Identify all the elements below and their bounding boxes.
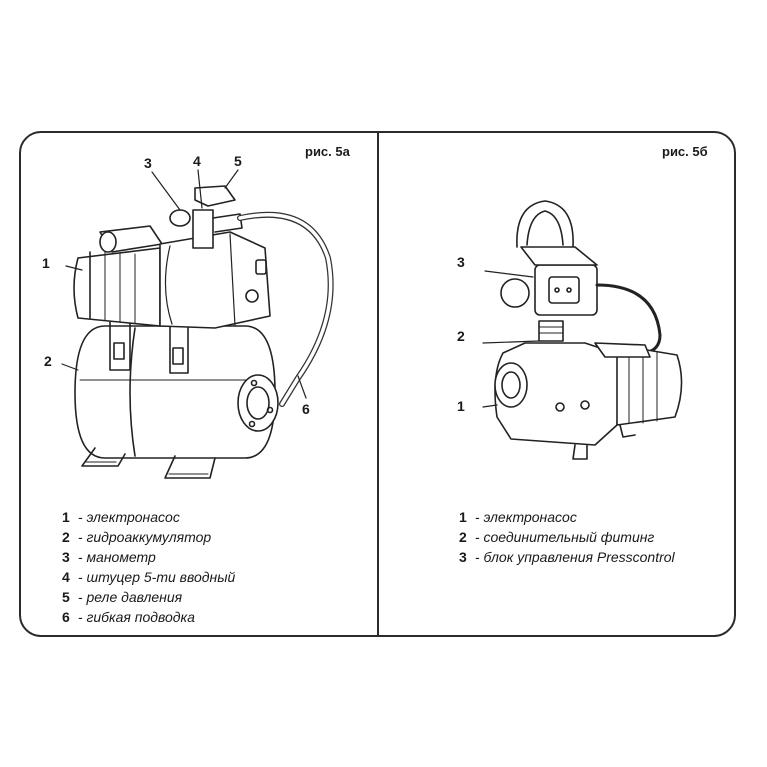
callout-b-2: 2 [457,328,465,344]
callout-b-1: 1 [457,398,465,414]
pump-station-illustration: 1 2 3 4 5 6 [42,153,334,479]
legend-item: 6 - гибкая подводка [62,609,195,625]
legend-item: 4 - штуцер 5-ти вводный [62,569,236,585]
callout-a-6: 6 [302,401,310,417]
panel-b-legend: 1 - электронасос 2 - соединительный фити… [459,507,675,567]
callout-a-2: 2 [44,353,52,369]
callout-a-3: 3 [144,155,152,171]
callout-a-1: 1 [42,255,50,271]
panel-a-legend: 1 - электронасос 2 - гидроаккумулятор 3 … [62,507,235,627]
legend-item: 2 - гидроаккумулятор [62,529,212,545]
legend-item: 1 - электронасос [459,509,577,525]
legend-item: 3 - блок управления Presscontrol [459,549,675,565]
callout-b-3: 3 [457,254,465,270]
legend-item: 3 - манометр [62,549,156,565]
callout-a-4: 4 [193,153,201,169]
panel-divider [377,131,379,637]
callout-a-5: 5 [234,153,242,169]
legend-item: 2 - соединительный фитинг [459,529,655,545]
legend-item: 5 - реле давления [62,589,183,605]
panel-a-label: рис. 5а [305,144,350,159]
panel-b-label: рис. 5б [662,144,708,159]
pump-presscontrol-illustration: 3 2 1 [457,200,683,460]
legend-item: 1 - электронасос [62,509,180,525]
